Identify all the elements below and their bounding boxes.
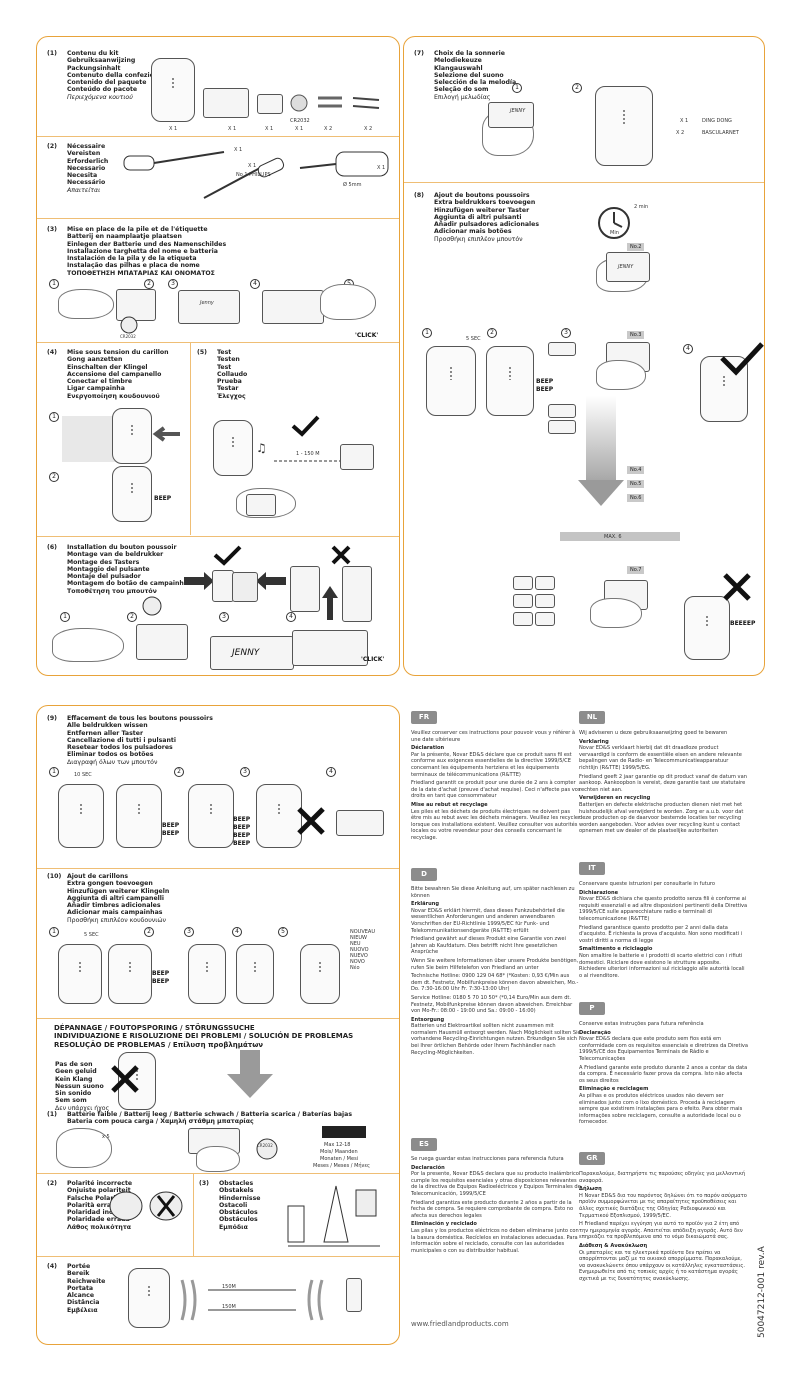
document-revision: 50047212-001 rev.A: [757, 1246, 767, 1338]
obstacles-icon: [287, 1185, 380, 1247]
range-label: 1 - 150 M: [296, 451, 320, 457]
cross-icon: [297, 807, 325, 835]
lang-tag-it: IT: [579, 862, 605, 875]
text-fr: Veuillez conserver ces instructions pour…: [411, 730, 581, 841]
lang-tag-nl: NL: [579, 711, 605, 724]
phillips-screwdriver-icon: [203, 157, 285, 199]
qty-chime: X 1: [169, 126, 178, 132]
section-3-heading: (3)Mise en place de la pile et de l'étiq…: [47, 226, 227, 277]
no-sound-label: Pas de son Geen geluid Kein Klang Nessun…: [55, 1061, 110, 1112]
qty-nameplate: X 1: [265, 126, 274, 132]
text-nl: Wij adviseren u deze gebruiksaanwijzing …: [579, 730, 747, 835]
lang-tag-pt: P: [579, 1002, 605, 1015]
phillips-label: No 1 PHILLIPS: [236, 172, 271, 178]
troubleshooting-heading: DÉPANNAGE / FOUTOPSPORING / STÖRUNGSSUCH…: [54, 1024, 354, 1049]
section-9-heading: (9)Effacement de tous les boutons pousso…: [47, 715, 213, 766]
trouble-1-heading: (1)Batterie faible / Batterij leeg / Bat…: [47, 1111, 353, 1126]
drill-size-label: Ø 5mm: [343, 182, 362, 188]
lang-tag-gr: GR: [579, 1152, 605, 1165]
section-number: (1): [47, 50, 57, 57]
trouble-4-heading: (4)Portée Bereik Reichweite Portata Alca…: [47, 1263, 106, 1314]
battery-label: CR2032: [290, 118, 310, 124]
arrow-icon: [152, 426, 180, 442]
text-it: Conservare queste istruzioni per consult…: [579, 881, 748, 979]
section-10-heading: (10)Ajout de carillons Extra gongen toev…: [47, 873, 170, 924]
music-notes-icon: ♫: [256, 441, 267, 455]
panel-setup: [36, 36, 400, 676]
drill-icon: [299, 151, 389, 177]
range-waves-icon: [180, 1279, 324, 1321]
sequence-gradient-bar: [586, 396, 616, 480]
section-4-heading: (4)Mise sous tension du carillon Gong aa…: [47, 349, 169, 400]
screws-icon: [352, 97, 380, 109]
cross-icon: [111, 1065, 139, 1093]
qty-button: X 1: [228, 126, 237, 132]
qty-plugs: X 2: [324, 126, 333, 132]
text-pt: Conserve estas instruções para futura re…: [579, 1021, 749, 1126]
section-5-heading: (5)Test Testen Test Collaudo Prueba Test…: [197, 349, 248, 400]
lang-tag-fr: FR: [411, 711, 437, 724]
svg-text:♫: ♫: [256, 441, 267, 455]
section-1-heading: (1)Contenu du kit Gebruiksaanwijzing Pac…: [47, 50, 163, 101]
text-gr: Παρακαλούμε, διατηρήστε τις παρούσες οδη…: [579, 1171, 747, 1282]
beep-label: BEEP: [154, 495, 172, 502]
section-6-heading: (6)Installation du bouton poussoir Monta…: [47, 544, 189, 595]
down-arrow-icon: [227, 1050, 273, 1098]
qty-screws: X 2: [364, 126, 373, 132]
timer-icon: [598, 207, 630, 239]
trouble-2-heading: (2)Polarité incorrecte Onjuiste polarite…: [47, 1180, 138, 1231]
cross-icon: [331, 545, 351, 565]
button-open-image: [116, 289, 156, 321]
checkmark-icon: [291, 415, 320, 437]
section-8-heading: (8)Ajout de boutons poussoirs Extra beld…: [414, 192, 540, 243]
chime-unit-image: [151, 58, 195, 122]
push-button-image: [203, 88, 249, 118]
down-arrow-icon: [578, 480, 624, 506]
click-label: 'CLICK': [355, 332, 379, 339]
website-link[interactable]: www.friedlandproducts.com: [411, 1320, 509, 1328]
section-7-heading: (7)Choix de la sonnerie Melodiekeuze Kla…: [414, 50, 517, 101]
cross-icon: [723, 573, 751, 601]
text-de: Bitte bewahren Sie diese Anleitung auf, …: [411, 886, 581, 1056]
checkmark-icon: [720, 342, 764, 376]
nameplate-image: [257, 94, 283, 114]
new-chime-label: NOUVEAU NIEUW NEU NUOVO NUEVO NOVO Νέο: [350, 929, 375, 971]
click-label: 'CLICK': [361, 656, 385, 663]
lang-tag-es: ES: [411, 1138, 437, 1151]
checkmark-icon: [213, 545, 242, 566]
qty-battery: X 1: [295, 126, 304, 132]
section-2-heading: (2)Nécessaire Vereisten Erforderlich Nec…: [47, 143, 109, 194]
battery-icon: [290, 94, 308, 112]
lang-tag-de: D: [411, 868, 437, 881]
flat-screwdriver-icon: [123, 151, 225, 171]
battery-level-bars: [322, 1126, 366, 1138]
max-bar: [560, 532, 680, 541]
text-es: Se ruega guardar estas instrucciones par…: [411, 1156, 581, 1254]
wall-plugs-icon: [318, 96, 342, 108]
trouble-3-heading: (3)Obstacles Obstakels Hindernisse Ostac…: [199, 1180, 261, 1231]
